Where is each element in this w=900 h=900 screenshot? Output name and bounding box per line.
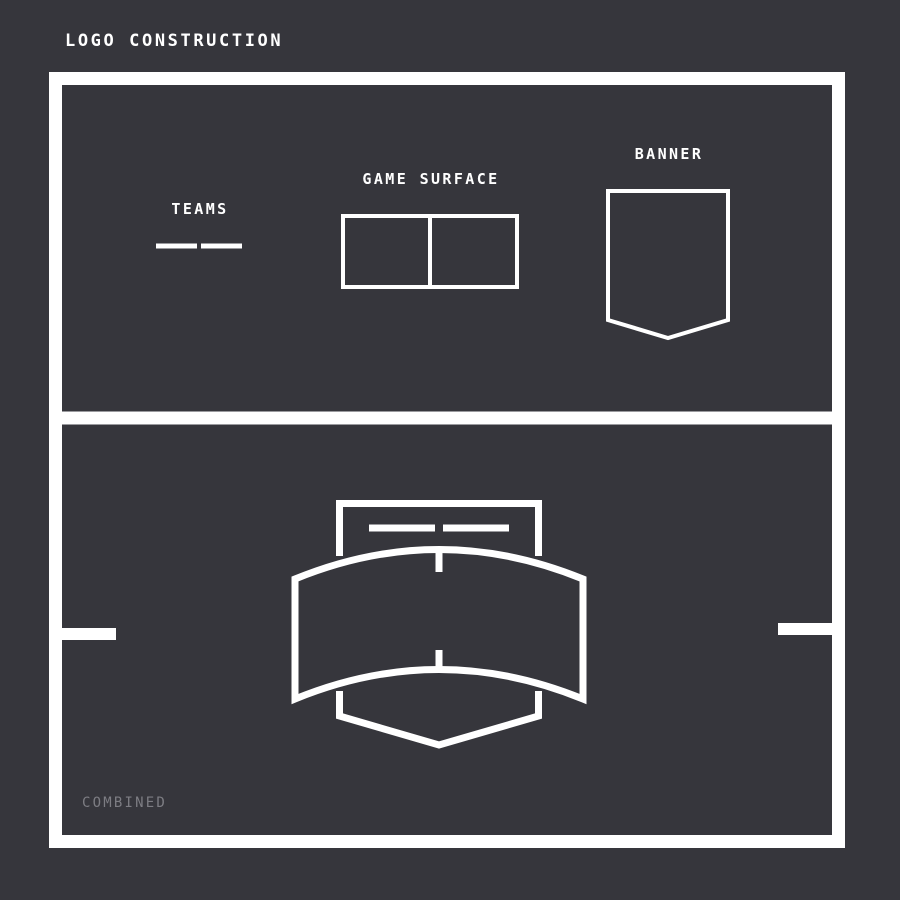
game-surface-field-icon: [341, 214, 519, 289]
banner-label: BANNER: [634, 145, 704, 163]
teams-label: TEAMS: [171, 200, 229, 218]
outer-frame-border: [49, 72, 845, 848]
combined-banner-top: [336, 500, 542, 556]
combined-logo-icon: [291, 500, 587, 749]
banner-shield-icon: [606, 189, 730, 341]
combined-game-surface: [291, 546, 587, 705]
game-surface-label: GAME SURFACE: [362, 170, 500, 188]
right-tick: [778, 623, 834, 635]
left-tick: [60, 628, 116, 640]
combined-banner-point: [336, 691, 542, 749]
frame: [49, 72, 845, 848]
combined-label: COMBINED: [82, 795, 168, 811]
page-title: LOGO CONSTRUCTION: [65, 31, 284, 51]
side-ticks: [60, 623, 834, 640]
